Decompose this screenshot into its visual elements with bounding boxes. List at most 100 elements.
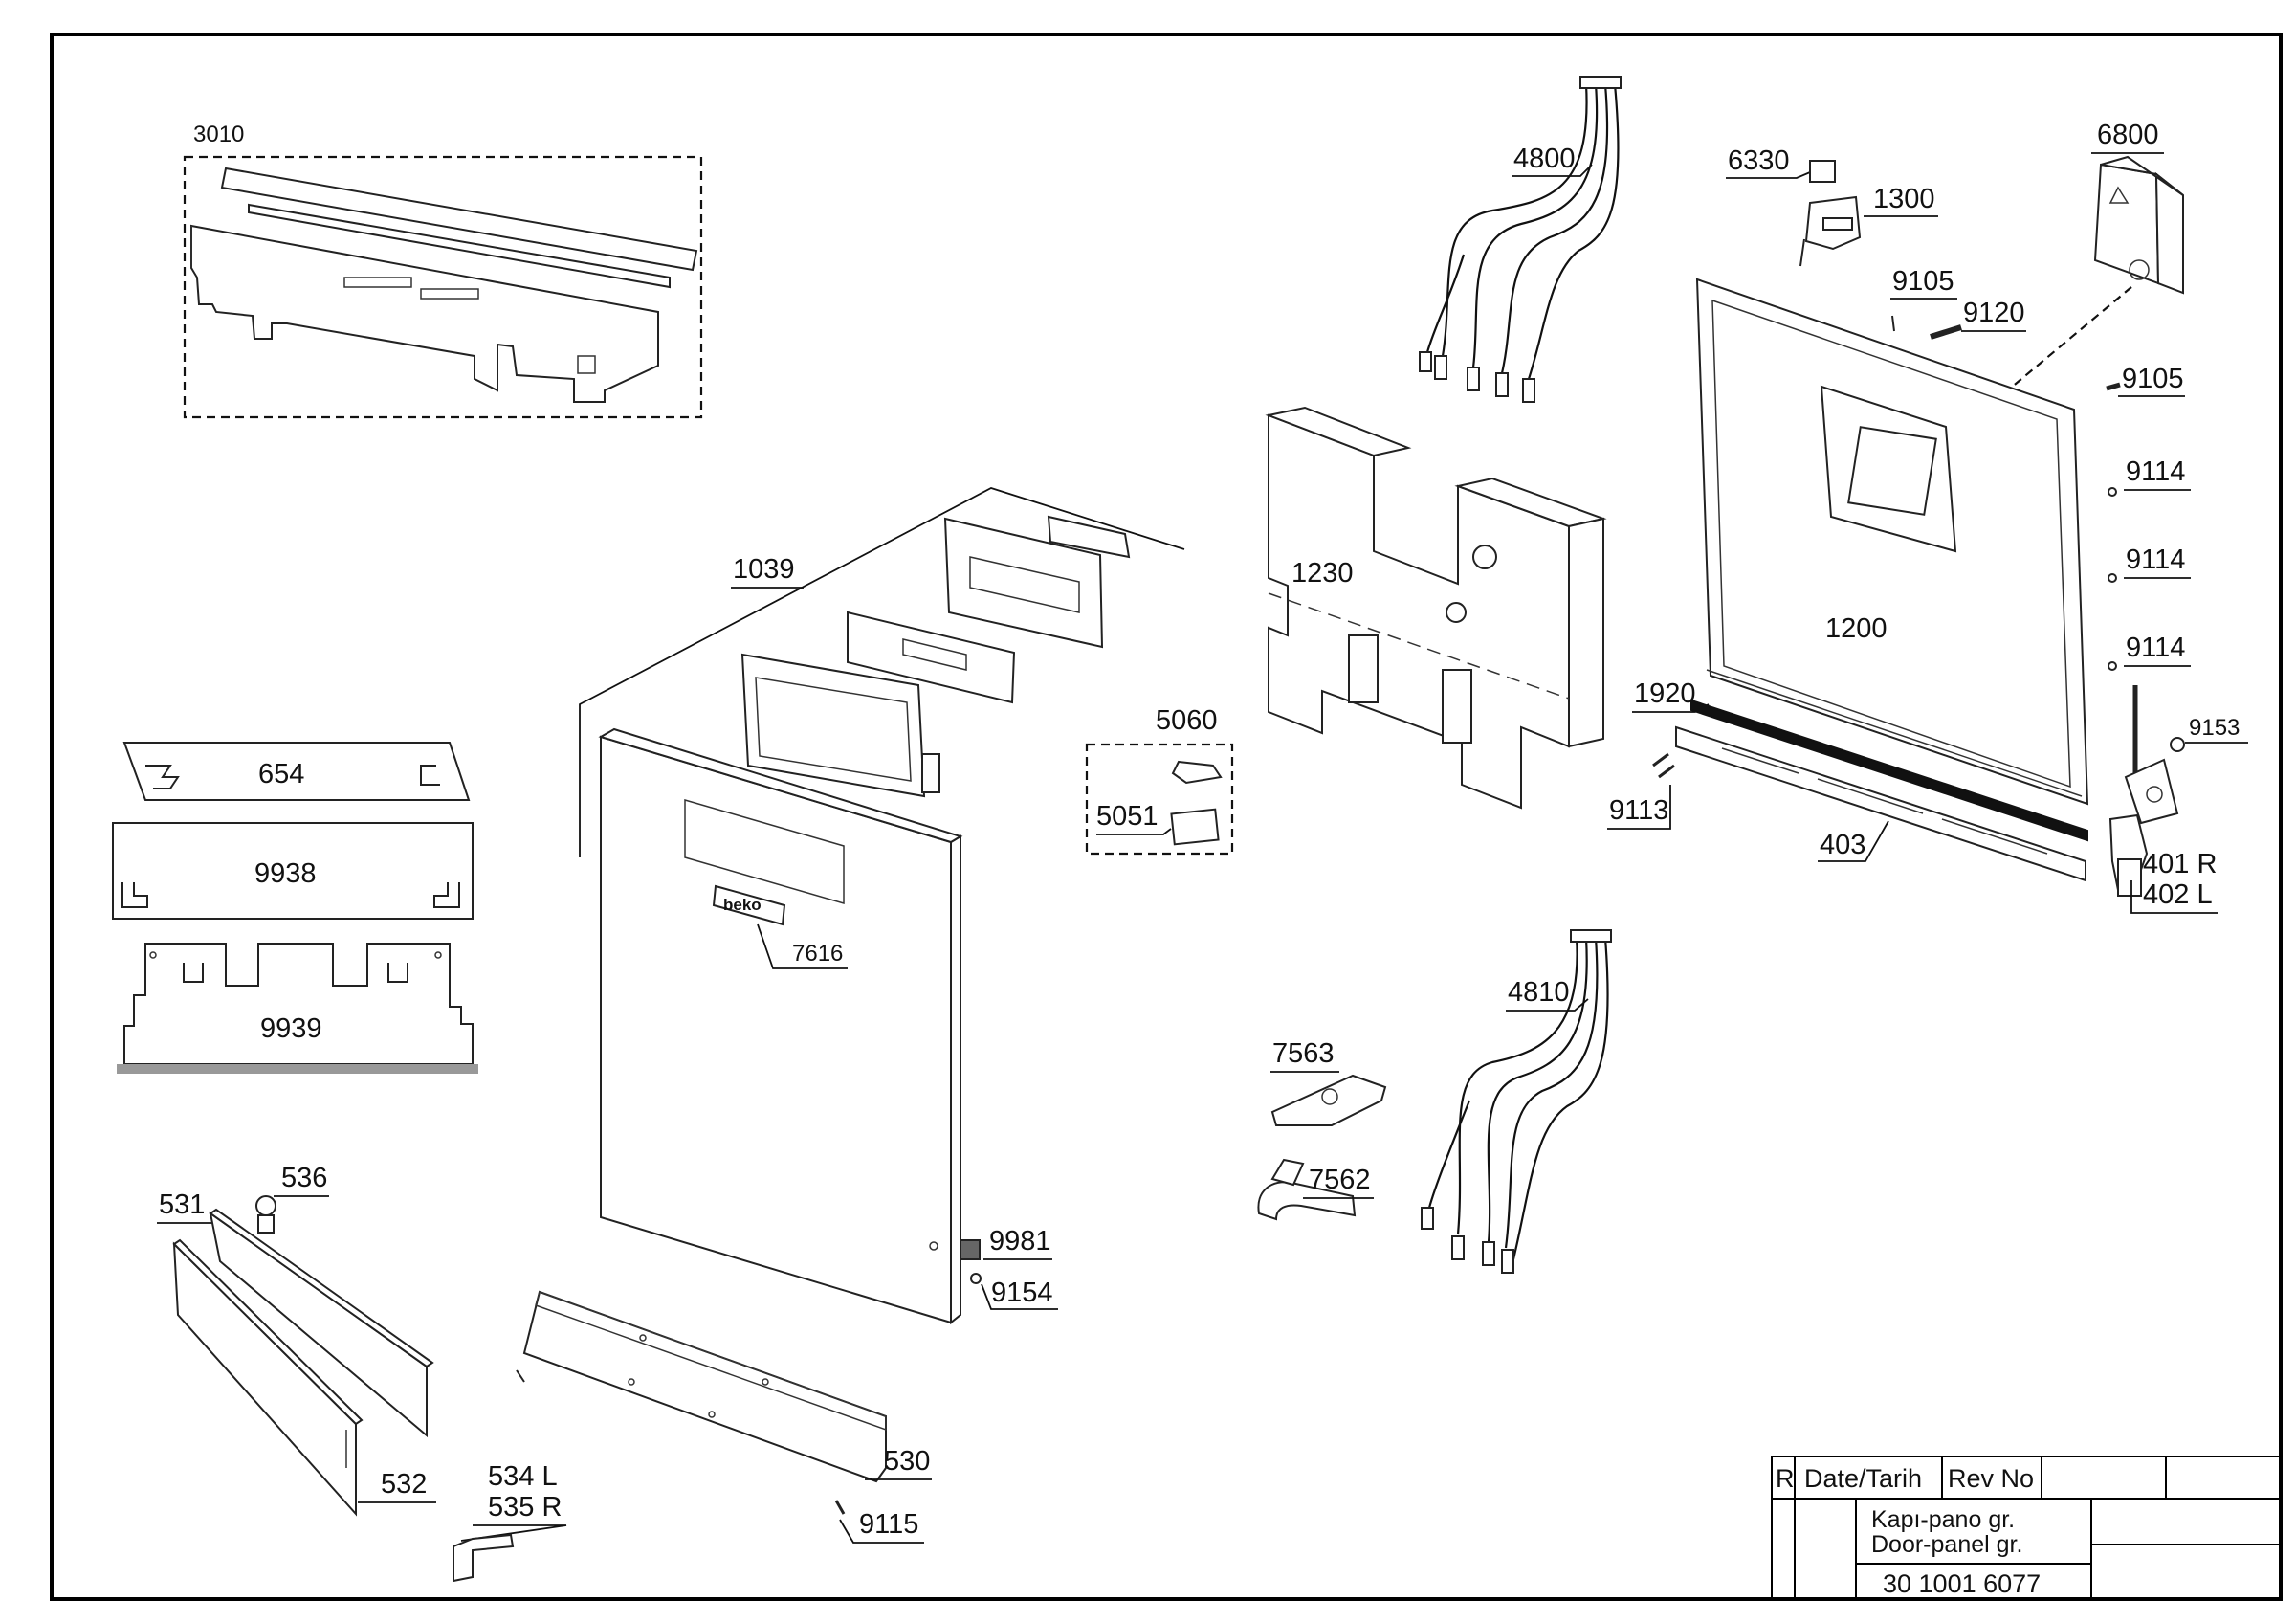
harness-wire: [1471, 83, 1599, 368]
panel-9939: [123, 943, 474, 1065]
control-panel-body: [190, 224, 659, 403]
label-9153: 9153: [2189, 715, 2240, 741]
beko-badge: [712, 884, 786, 926]
beko-logo: beko: [723, 896, 762, 914]
harness-terminal: [1451, 1235, 1465, 1260]
drawing-frame: [50, 33, 2283, 1601]
harness-wire: [1425, 254, 1466, 353]
screw-9114-2: [2108, 573, 2117, 583]
harness-wire: [1504, 937, 1599, 1249]
label-531: 531: [159, 1189, 205, 1220]
bracket-7563: [1270, 1074, 1387, 1126]
hinge-401-402: [2108, 685, 2179, 897]
screw-9114-1: [2108, 487, 2117, 497]
screw-9113: [1658, 764, 1675, 779]
harness-wire: [1441, 83, 1588, 357]
hose-7562-arm: [1270, 1158, 1305, 1187]
leader-9115: [839, 1519, 924, 1544]
part-3010-group: 3010: [183, 122, 703, 419]
part-9939: 9939: [117, 943, 478, 1074]
dispenser-top: [2100, 155, 2184, 196]
label-9114-3: 9114: [2126, 633, 2185, 663]
part-7563: 7563: [1270, 1038, 1387, 1126]
latch-top: [1809, 160, 1836, 183]
title-block-title-en: Door-panel gr.: [1871, 1531, 2022, 1558]
screw-kick-plate: [516, 1369, 525, 1383]
plinth-532-edge: [172, 1238, 364, 1426]
bottom-seal-strip: [1690, 699, 2088, 842]
label-535: 535 R: [488, 1492, 562, 1523]
leader-9154: [981, 1283, 1058, 1310]
label-9154: 9154: [991, 1278, 1053, 1308]
label-403: 403: [1820, 830, 1866, 860]
insulation-fold: [1268, 592, 1570, 700]
door-screw-hole: [929, 1241, 938, 1251]
part-1920-seal-and-rail: 1920 403 9113 9153 401 R 402 L: [1607, 678, 2248, 914]
label-9115: 9115: [859, 1509, 918, 1540]
dispenser-icon: [2108, 186, 2130, 204]
label-4810: 4810: [1508, 977, 1570, 1008]
label-5051: 5051: [1096, 801, 1159, 832]
inner-door-rim: [1711, 299, 2071, 789]
label-534: 534 L: [488, 1461, 558, 1492]
harness-connector: [1570, 929, 1612, 943]
foot-536: [255, 1195, 276, 1216]
rail-403-slot: [1941, 818, 2048, 855]
harness-wire: [1427, 1100, 1471, 1209]
label-3010: 3010: [193, 122, 244, 147]
screw-9153: [2170, 737, 2185, 752]
kick-plate-hole: [639, 1334, 647, 1342]
harness-terminal: [1522, 378, 1535, 403]
harness-connector: [1579, 76, 1622, 89]
label-536: 536: [281, 1163, 327, 1193]
label-1200: 1200: [1825, 613, 1888, 644]
label-9981: 9981: [989, 1226, 1051, 1256]
screw-9115: [834, 1500, 846, 1515]
part-9938: 9938: [112, 822, 474, 920]
leader-4800: [1512, 164, 1593, 177]
title-block-rev-col: R: [1776, 1464, 1795, 1493]
part-1200-inner-door: 1200 9105 9120 9105 9114 9114 9114: [1695, 266, 2191, 806]
panel-654-corner: [145, 765, 180, 789]
label-1920: 1920: [1634, 678, 1696, 709]
panel-654: [122, 742, 471, 801]
leader-7616: [757, 923, 848, 969]
kick-plate-hole: [708, 1411, 716, 1418]
harness-terminal: [1501, 1249, 1514, 1274]
label-532: 532: [381, 1469, 427, 1500]
part-7562: 7562: [1257, 1158, 1374, 1221]
insulation-top: [1265, 406, 1412, 457]
panel-9938-corner: [433, 882, 460, 908]
part-1230-insulation: 1230: [1265, 406, 1607, 810]
label-9113: 9113: [1609, 795, 1668, 826]
insulation-slot: [1348, 634, 1379, 703]
label-9120: 9120: [1963, 298, 2025, 328]
part-4810-harness: 4810: [1421, 929, 1612, 1274]
part-5051: [1170, 808, 1220, 846]
door-panel-top: [598, 727, 963, 844]
leader-9113: [1607, 785, 1671, 830]
hose-7562: [1257, 1181, 1357, 1221]
display-cover-window: [902, 638, 967, 671]
dashed-box-3010: [183, 155, 703, 419]
plinth-531-edge: [209, 1208, 434, 1368]
part-1300-latch: 6330 1300: [1726, 145, 1938, 267]
leader-5051: [1096, 828, 1172, 835]
label-7563: 7563: [1272, 1038, 1335, 1069]
latch-arm: [1822, 217, 1853, 231]
label-9114-1: 9114: [2126, 456, 2185, 487]
screw-9114-3: [2108, 661, 2117, 671]
label-654: 654: [258, 759, 304, 789]
leader-6330: [1726, 171, 1811, 179]
title-block-drawing-number: 30 1001 6077: [1883, 1569, 2041, 1598]
kick-plate-hole: [762, 1378, 769, 1386]
part-9981: [960, 1239, 981, 1260]
label-1230: 1230: [1292, 558, 1354, 589]
display-clip: [921, 753, 940, 793]
title-block-date-col: Date/Tarih: [1804, 1464, 1922, 1493]
panel-9939-base: [117, 1064, 478, 1074]
part-6800-dispenser: 6800: [1922, 120, 2184, 462]
display-window: [969, 556, 1080, 613]
rail-403-slot: [1721, 747, 1799, 774]
